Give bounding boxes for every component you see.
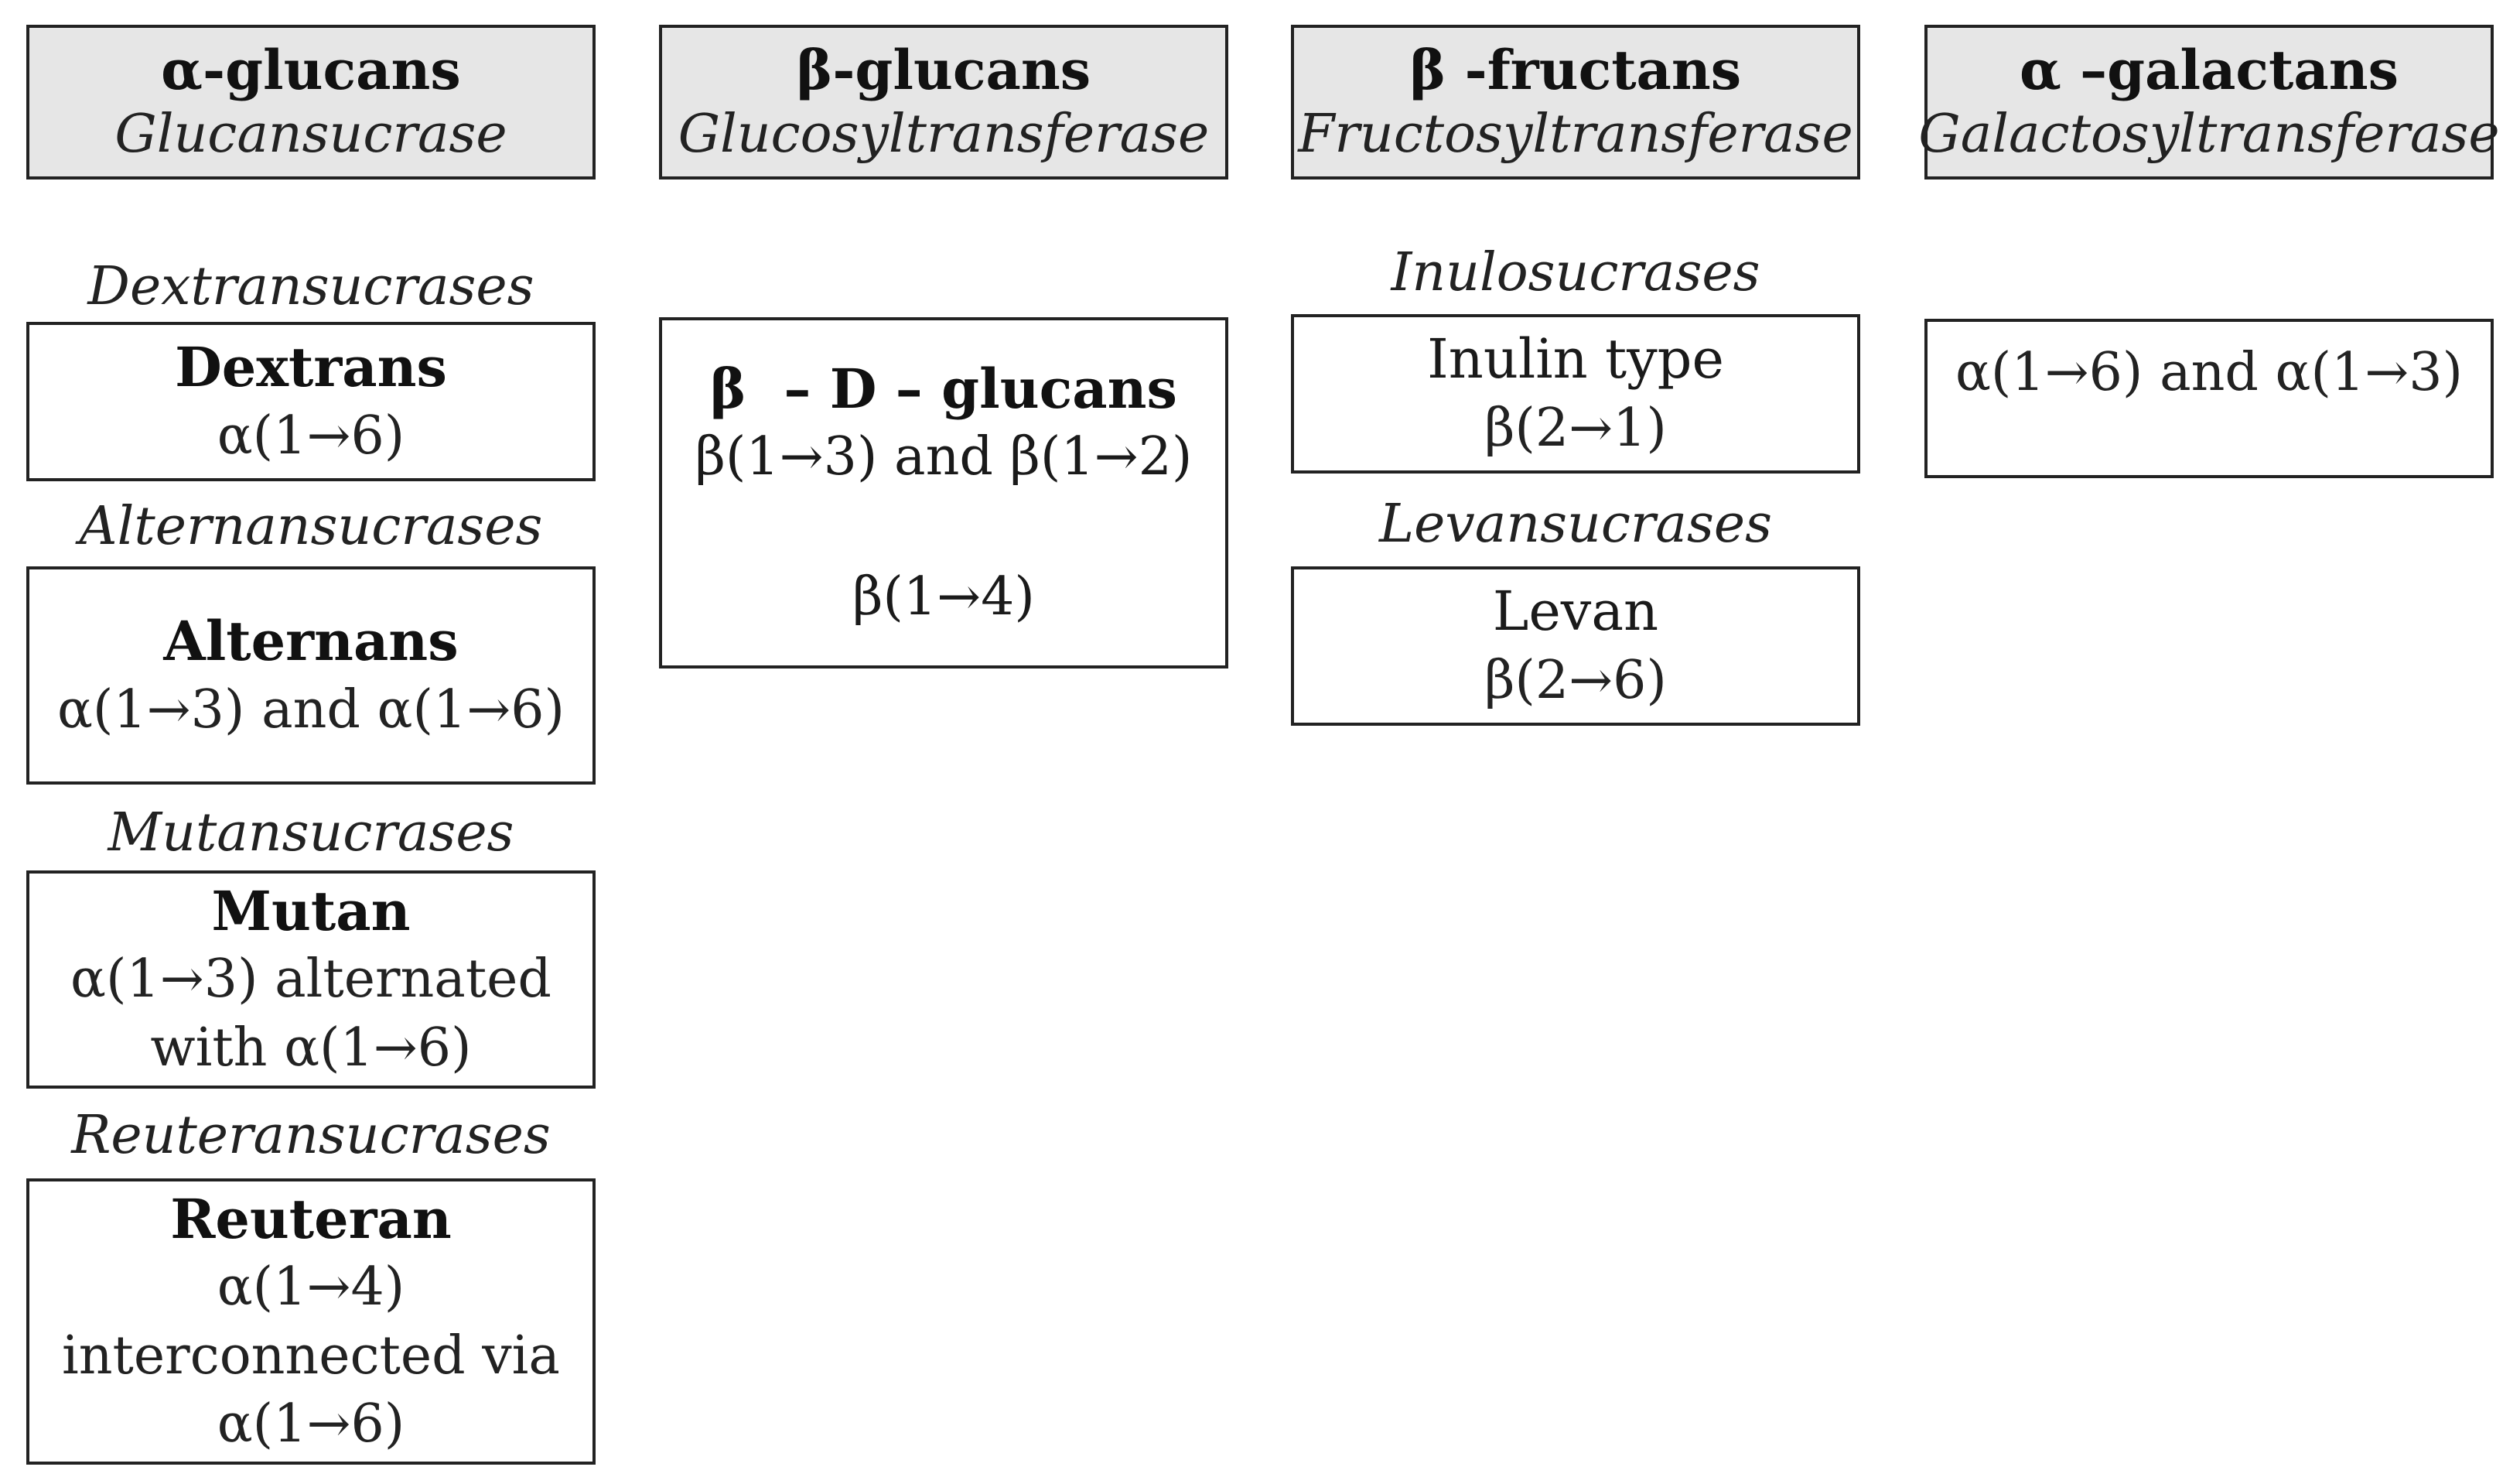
polymer-name: Levan: [1492, 580, 1659, 644]
header-beta-fructans: β -fructans Fructosyltransferase: [1291, 25, 1860, 180]
linkage-text: α(1→6) and α(1→3): [1955, 342, 2464, 403]
enzyme-label-levansucrases: Levansucrases: [1378, 494, 1772, 555]
linkage-text: β(2→6): [1484, 650, 1667, 712]
linkage-text: α(1→4) interconnected via α(1→6): [62, 1257, 560, 1455]
linkage-text: β(1→4): [852, 566, 1035, 627]
header-enzyme: Fructosyltransferase: [1298, 104, 1853, 166]
linkage-text: α(1→6): [217, 405, 405, 467]
header-enzyme: Glucansucrase: [114, 104, 507, 166]
box-inulin-type: Inulin type β(2→1): [1291, 314, 1860, 474]
box-levan: Levan β(2→6): [1291, 566, 1860, 726]
header-title: α –galactans: [2019, 37, 2399, 102]
box-dextrans: Dextrans α(1→6): [26, 322, 596, 481]
header-enzyme: Galactosyltransferase: [1918, 104, 2500, 166]
header-enzyme: Glucosyltransferase: [678, 104, 1210, 166]
header-alpha-glucans: α-glucans Glucansucrase: [26, 25, 596, 180]
linkage-text: α(1→3) and α(1→6): [56, 679, 565, 740]
enzyme-label-mutansucrases: Mutansucrases: [108, 802, 514, 863]
enzyme-label-reuteransucrases: Reuteransucrases: [71, 1105, 551, 1166]
linkage-text: β(2→1): [1484, 398, 1667, 460]
box-alpha-galactan-linkage: α(1→6) and α(1→3): [1924, 319, 2494, 478]
box-mutan: Mutan α(1→3) alternated with α(1→6): [26, 870, 596, 1089]
header-title: β-glucans: [796, 37, 1091, 102]
polymer-name: Alternans: [163, 609, 459, 673]
polymer-name: Dextrans: [175, 335, 447, 399]
header-beta-glucans: β-glucans Glucosyltransferase: [659, 25, 1228, 180]
polymer-name: Inulin type: [1427, 327, 1724, 392]
enzyme-label-dextransucrases: Dextransucrases: [87, 256, 534, 317]
polymer-name: Reuteran: [170, 1186, 452, 1251]
box-beta-d-glucans: β – D – glucans β(1→3) and β(1→2) β(1→4): [659, 317, 1228, 668]
header-title: β -fructans: [1409, 37, 1742, 102]
header-title: α-glucans: [161, 37, 461, 102]
header-alpha-galactans: α –galactans Galactosyltransferase: [1918, 25, 2500, 180]
linkage-text: β(1→3) and β(1→2): [695, 426, 1193, 488]
polymer-name: Mutan: [211, 878, 411, 943]
enzyme-label-inulosucrases: Inulosucrases: [1391, 242, 1760, 303]
enzyme-label-alternansucrases: Alternansucrases: [79, 496, 543, 557]
linkage-text: α(1→3) alternated with α(1→6): [70, 949, 551, 1079]
box-alternans: Alternans α(1→3) and α(1→6): [26, 566, 596, 785]
polymer-name: β – D – glucans: [710, 356, 1177, 421]
box-reuteran: Reuteran α(1→4) interconnected via α(1→6…: [26, 1178, 596, 1465]
